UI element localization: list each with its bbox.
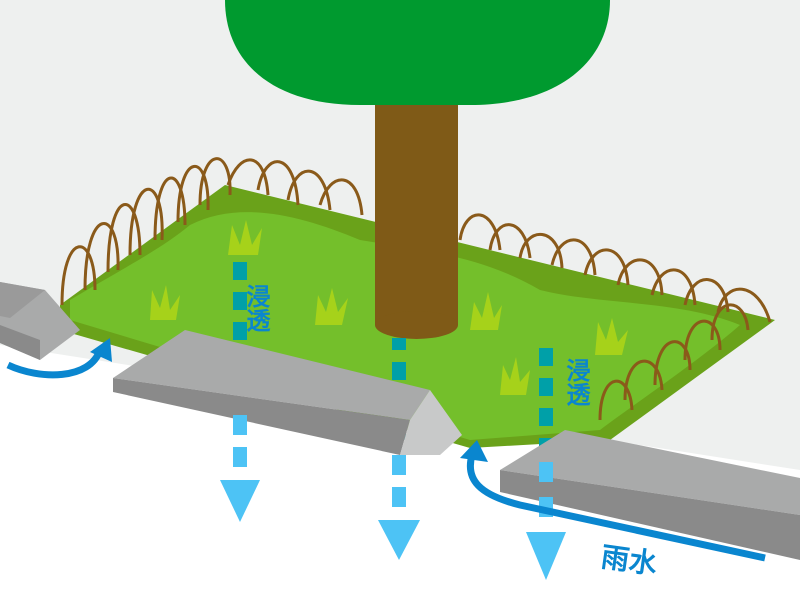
tree-trunk (375, 80, 458, 325)
fence-hoops (60, 157, 772, 421)
rainwater-label: 雨水 (599, 540, 660, 581)
rain-arrowhead-left (90, 338, 112, 362)
seep-arrows (220, 415, 566, 580)
grass-tufts (150, 220, 628, 395)
curb-right (500, 430, 800, 560)
rain-arrowhead-right (460, 440, 488, 462)
infiltration-label-right: 浸透 (562, 358, 590, 407)
tree-canopy (225, 0, 610, 105)
tree-trunk-base (375, 311, 458, 339)
curb-left (0, 282, 80, 360)
infiltration-label-left: 浸透 (242, 284, 270, 333)
curb-middle (113, 330, 462, 455)
rainwater-arrows (6, 348, 766, 562)
